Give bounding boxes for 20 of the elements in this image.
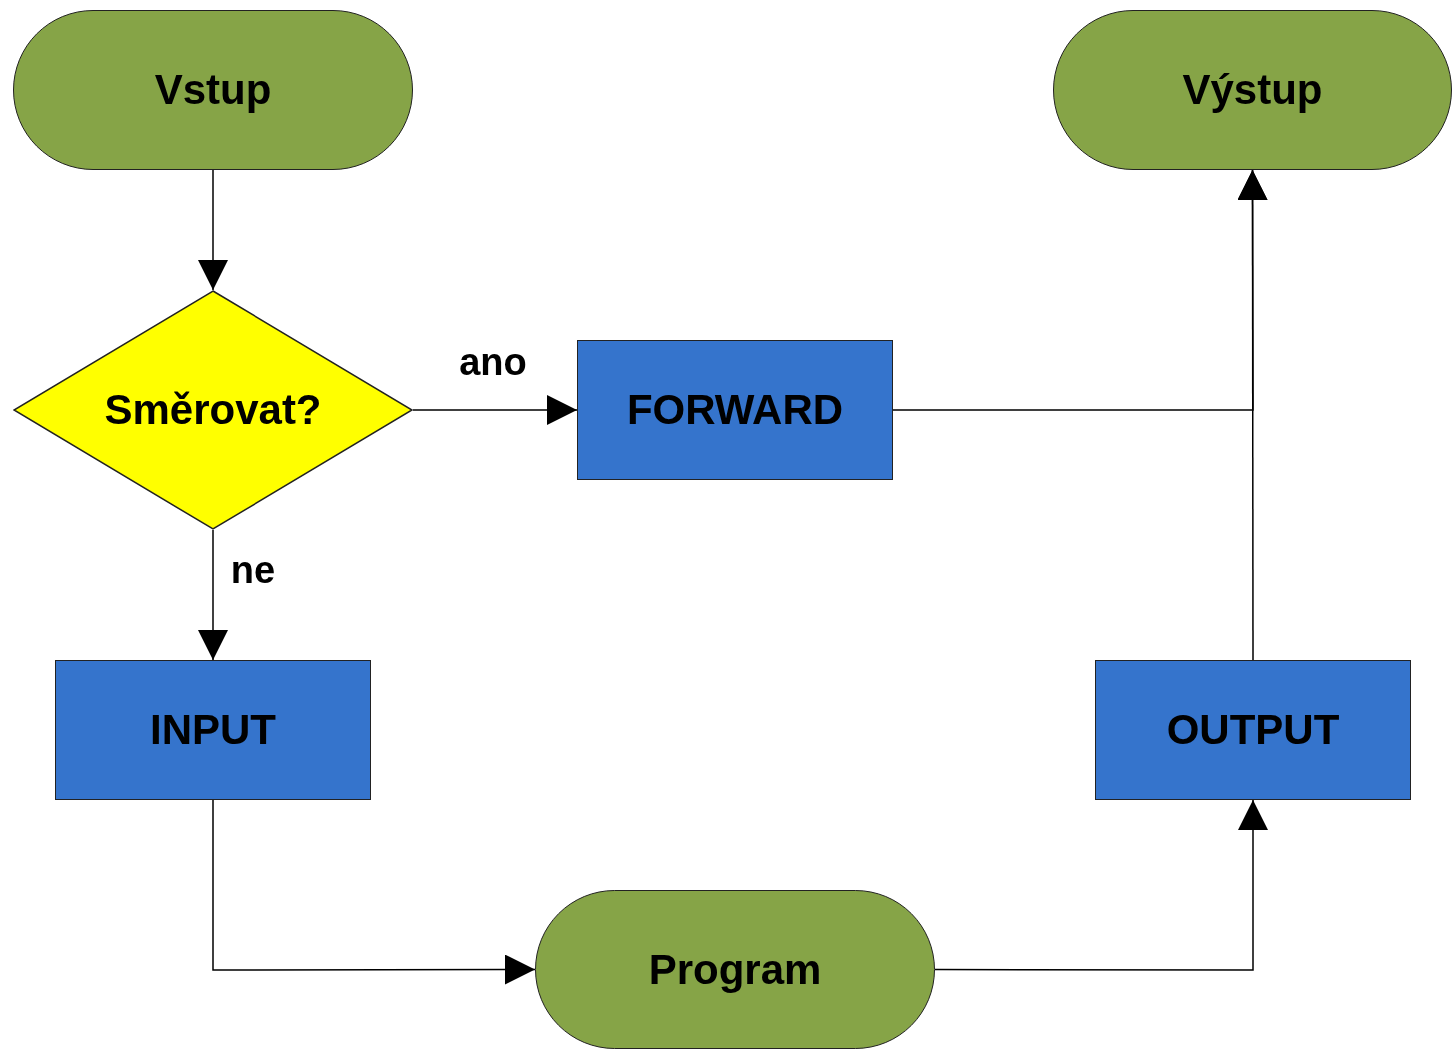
arrow	[212, 799, 536, 985]
node-label: Směrovat?	[104, 386, 322, 434]
process-box	[1095, 660, 1411, 800]
node-label: Výstup	[1182, 66, 1323, 114]
process-box	[577, 340, 893, 480]
arrow	[934, 799, 1268, 971]
arrow	[198, 529, 228, 661]
arrow	[198, 169, 228, 291]
node-label: OUTPUT	[1166, 706, 1340, 754]
terminal-pill	[1053, 10, 1452, 170]
edge-label: ne	[230, 548, 276, 592]
node-label: INPUT	[150, 706, 276, 754]
process-box	[55, 660, 371, 800]
node-label: FORWARD	[626, 386, 844, 434]
node-label: Program	[648, 945, 822, 994]
edge-label: ano	[459, 340, 527, 384]
decision-diamond	[13, 290, 413, 530]
arrow	[1237, 169, 1268, 661]
arrow	[412, 395, 578, 425]
node-label: Vstup	[154, 66, 272, 114]
